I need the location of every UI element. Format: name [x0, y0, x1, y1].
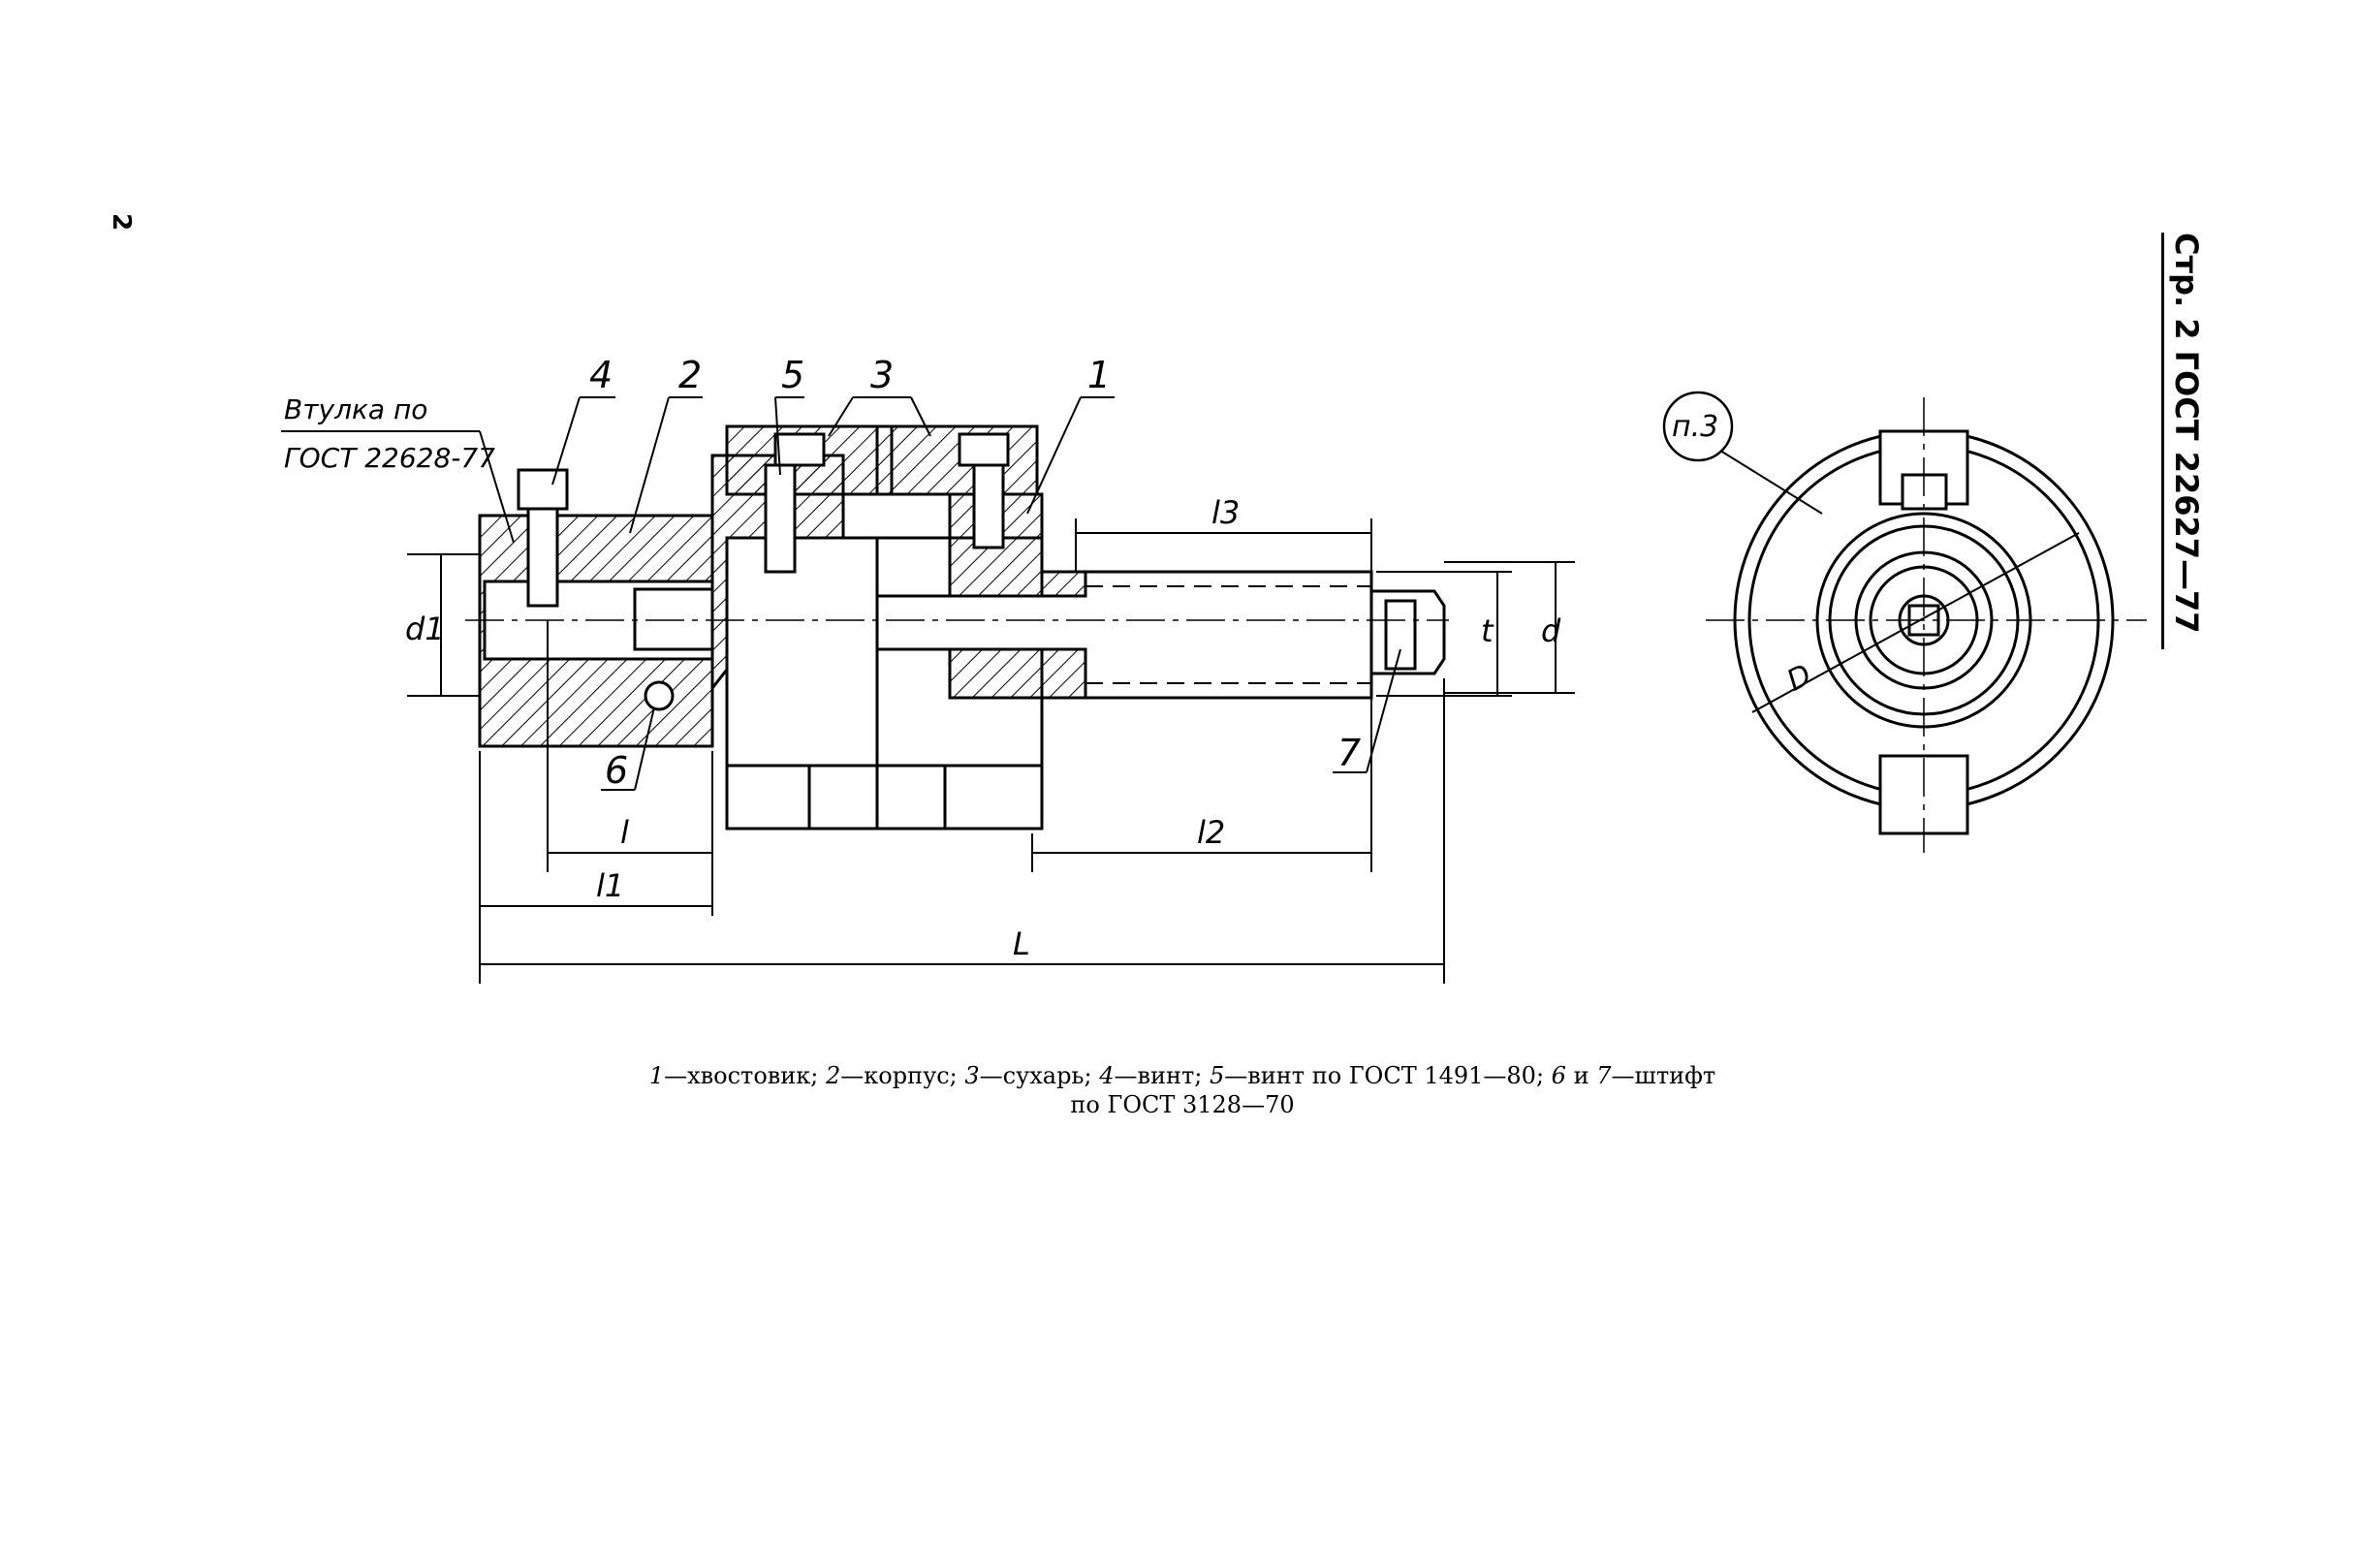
dim-l: l [620, 814, 629, 851]
dimensions [407, 518, 1575, 984]
shank-tail [633, 587, 714, 651]
label-pos-7: 7 [1337, 732, 1361, 774]
dim-d: d [1541, 612, 1561, 649]
screw-5 [764, 463, 797, 574]
dim-l1: l1 [596, 867, 624, 904]
side-view [465, 424, 1449, 831]
screw-4-head [517, 468, 569, 511]
screw-right [972, 463, 1005, 549]
disc-left [725, 536, 879, 831]
dim-l2: l2 [1197, 814, 1225, 851]
dim-d1: d1 [405, 611, 445, 647]
callouts [281, 396, 1401, 791]
end-view [1662, 391, 2147, 853]
bushing-callout-line1: Втулка по [284, 393, 427, 425]
label-pos-6: 6 [605, 749, 628, 792]
screw-4-shank [526, 507, 559, 608]
pin-7 [1384, 599, 1417, 671]
end-view-note: п.3 [1672, 410, 1718, 444]
label-pos-1: 1 [1087, 354, 1111, 396]
label-pos-2: 2 [678, 354, 702, 396]
bushing-callout-line2: ГОСТ 22628-77 [284, 442, 495, 474]
label-pos-3: 3 [870, 354, 894, 396]
label-pos-5: 5 [781, 354, 804, 396]
dim-t: t [1481, 612, 1494, 649]
pin-6 [644, 680, 675, 711]
dim-l3: l3 [1211, 494, 1240, 531]
dim-L: L [1013, 925, 1030, 962]
label-pos-4: 4 [589, 354, 613, 396]
caption-line1: 1—хвостовик; 2—корпус; 3—сухарь; 4—винт;… [648, 1062, 1716, 1089]
caption-line2: по ГОСТ 3128—70 [1070, 1091, 1295, 1118]
figure-caption: 1—хвостовик; 2—корпус; 3—сухарь; 4—винт;… [543, 1061, 1822, 1119]
